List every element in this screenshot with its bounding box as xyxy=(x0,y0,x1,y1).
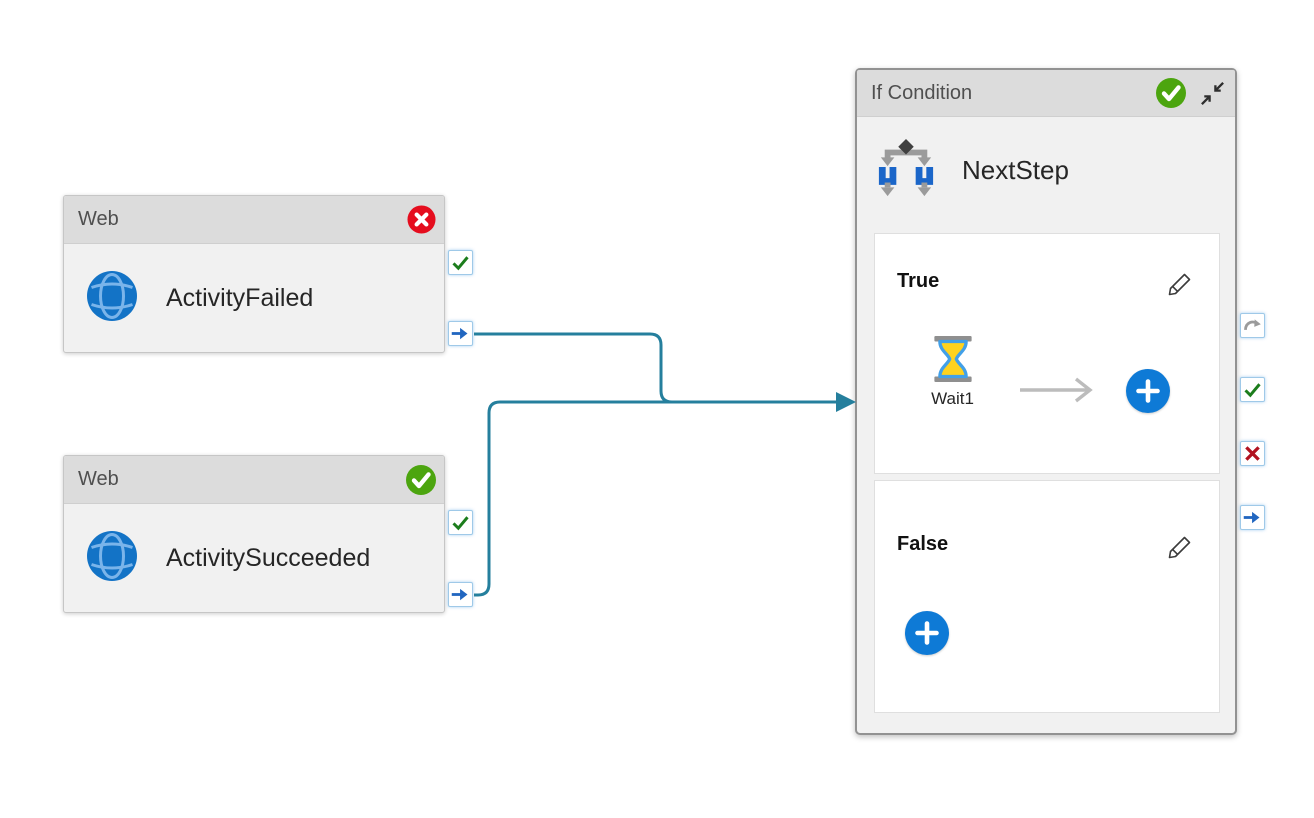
add-activity-false-button[interactable] xyxy=(905,611,949,655)
activity-body: ActivitySucceeded xyxy=(64,504,444,613)
collapse-icon[interactable] xyxy=(1198,79,1227,108)
activity-name: NextStep xyxy=(962,155,1069,185)
output-port-web-failed[interactable] xyxy=(448,321,473,346)
true-branch-card: True xyxy=(874,233,1220,474)
web-activity-globe-icon xyxy=(86,530,138,587)
success-port-web-failed[interactable] xyxy=(448,250,473,275)
wait-hourglass-icon xyxy=(933,336,973,386)
wait-activity-name: Wait1 xyxy=(931,389,974,408)
if-condition-title-row: NextStep xyxy=(874,138,1235,203)
edit-true-branch-button[interactable] xyxy=(1165,270,1195,300)
activity-header: If Condition xyxy=(857,70,1235,117)
activity-body: ActivityFailed xyxy=(64,244,444,353)
next-activity-arrow-icon xyxy=(1018,376,1108,409)
status-failed-icon xyxy=(407,205,436,234)
wait-activity-node[interactable]: Wait1 xyxy=(905,336,1000,409)
activity-node-web-failed[interactable]: Web ActivityFailed xyxy=(63,195,445,353)
skip-port-if-condition[interactable] xyxy=(1240,313,1265,338)
pencil-icon xyxy=(1166,533,1194,564)
connection-arrowhead xyxy=(836,392,856,412)
activity-name: ActivityFailed xyxy=(166,284,314,312)
if-condition-icon xyxy=(874,138,938,203)
activity-type-label: If Condition xyxy=(871,81,973,104)
activity-name: ActivitySucceeded xyxy=(166,544,371,572)
status-succeeded-icon xyxy=(1156,78,1186,108)
connection-web-succeeded-to-if xyxy=(474,400,837,597)
output-port-if-condition[interactable] xyxy=(1240,505,1265,530)
success-port-web-succeeded[interactable] xyxy=(448,510,473,535)
activity-type-label: Web xyxy=(78,468,119,490)
failure-port-if-condition[interactable] xyxy=(1240,441,1265,466)
false-branch-card: False xyxy=(874,480,1220,713)
output-port-web-succeeded[interactable] xyxy=(448,582,473,607)
activity-header: Web xyxy=(64,196,444,244)
edit-false-branch-button[interactable] xyxy=(1165,533,1195,563)
connection-web-failed-to-if xyxy=(474,332,837,404)
activity-node-web-succeeded[interactable]: Web ActivitySucceeded xyxy=(63,455,445,613)
web-activity-globe-icon xyxy=(86,270,138,327)
pencil-icon xyxy=(1166,270,1194,301)
true-branch-label: True xyxy=(897,270,940,292)
success-port-if-condition[interactable] xyxy=(1240,377,1265,402)
activity-header: Web xyxy=(64,456,444,504)
activity-node-if-condition[interactable]: If Condition xyxy=(855,68,1237,735)
activity-type-label: Web xyxy=(78,208,119,230)
add-activity-true-button[interactable] xyxy=(1126,369,1170,413)
status-succeeded-icon xyxy=(406,464,436,495)
false-branch-label: False xyxy=(897,533,949,555)
